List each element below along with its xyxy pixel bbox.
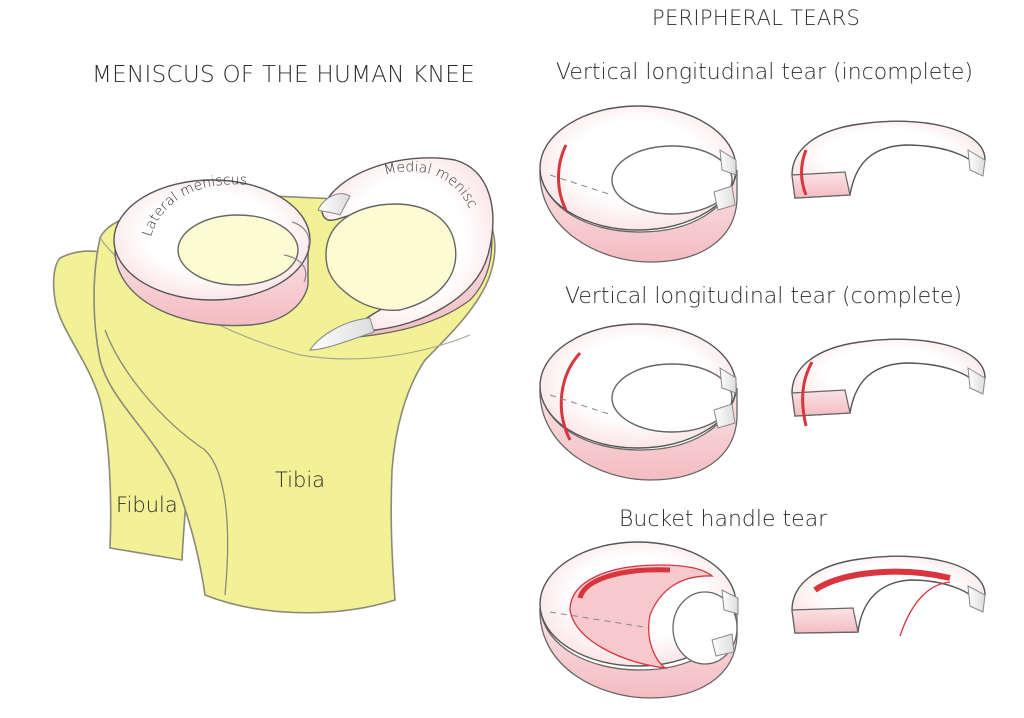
lateral-meniscus (113, 179, 311, 327)
tear-incomplete-cross-section (791, 120, 986, 199)
section-title: PERIPHERAL TEARS (652, 6, 861, 30)
tear-complete-overview (539, 323, 738, 481)
fibula-label: Fibula (116, 493, 178, 517)
tear-incomplete-overview (539, 105, 738, 263)
tibia-label: Tibia (275, 468, 326, 492)
main-title: MENISCUS OF THE HUMAN KNEE (92, 62, 475, 88)
tear-complete-cross-section (791, 338, 986, 427)
medial-meniscus (309, 157, 494, 351)
tear-bucket-handle-cross-section (791, 555, 986, 637)
tear-label-complete: Vertical longitudinal tear (complete) (565, 284, 962, 309)
tear-label-incomplete: Vertical longitudinal tear (incomplete) (556, 60, 974, 85)
tear-label-bucket-handle: Bucket handle tear (619, 507, 828, 532)
tear-bucket-handle-overview (539, 541, 739, 699)
